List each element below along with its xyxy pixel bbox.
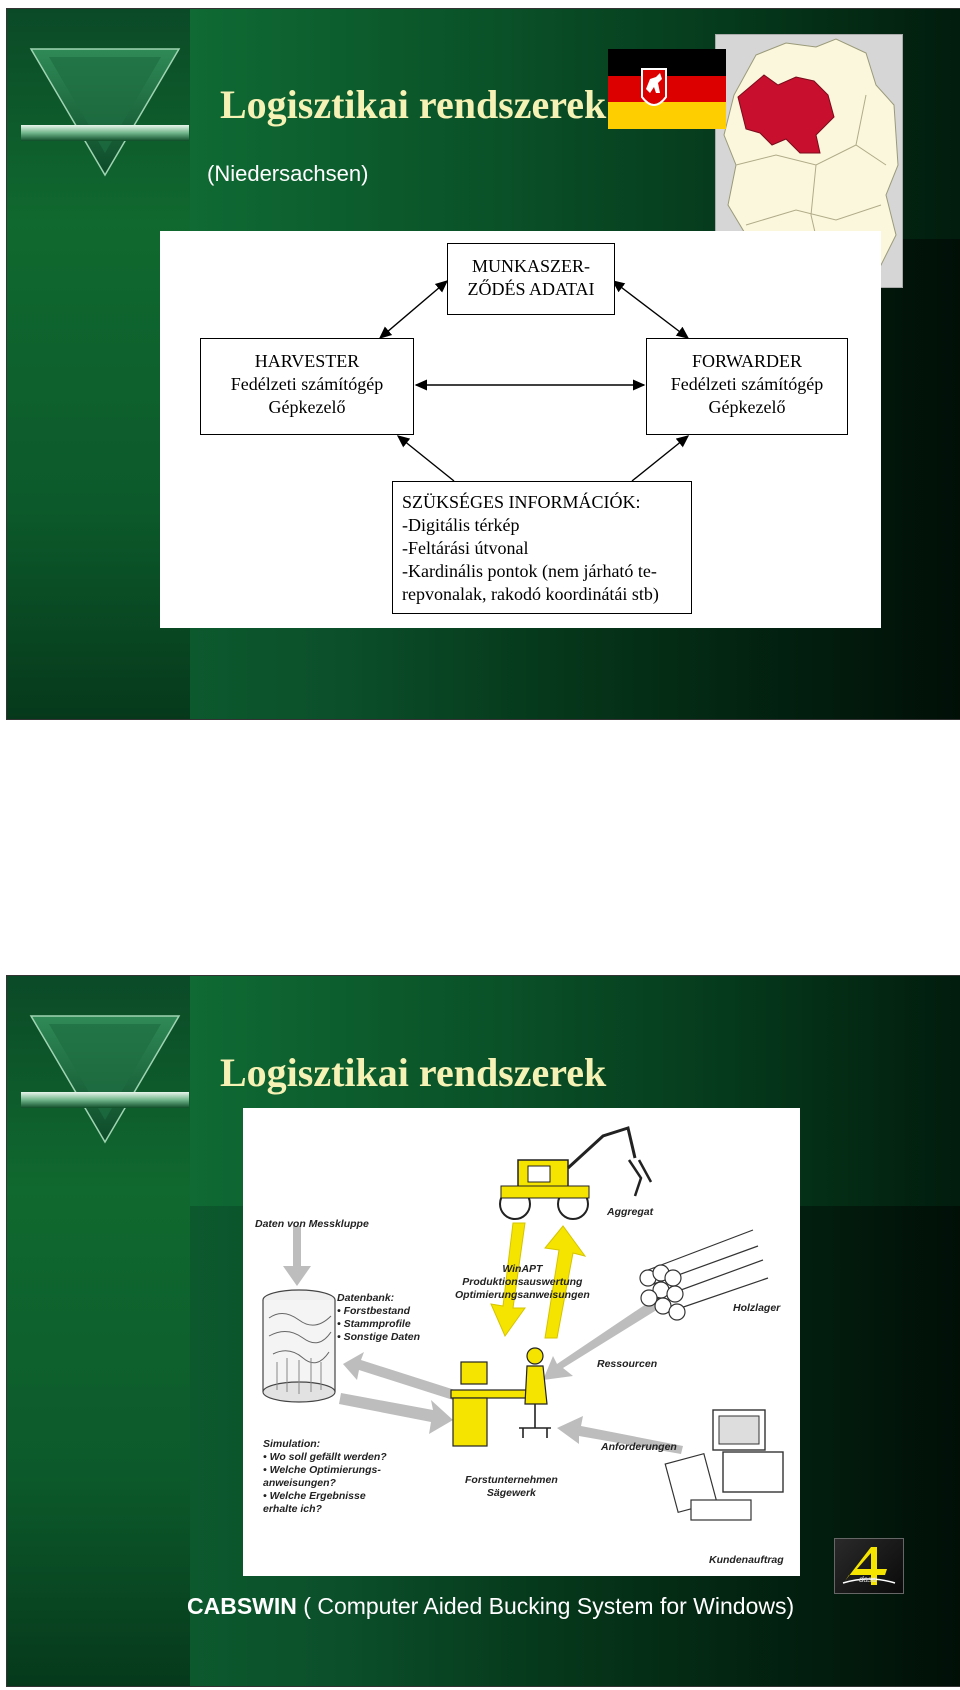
slide-title: Logisztikai rendszerek — [220, 82, 607, 127]
slide-subtitle: (Niedersachsen) — [207, 161, 369, 186]
cabswin-caption: CABSWIN ( Computer Aided Bucking System … — [187, 1593, 794, 1620]
database-icon — [262, 1289, 336, 1403]
cabswin-caption-bold: CABSWIN — [187, 1593, 297, 1619]
box-work-data-line-1: MUNKASZER- — [471, 256, 590, 276]
required-info-item: repvonalak, rakodó koordinátái stb) — [402, 584, 659, 604]
box-forwarder-line-2: Fedélzeti számítógép — [670, 374, 824, 394]
slide-title: Logisztikai rendszerek — [220, 1050, 607, 1095]
database-item: • Sonstige Daten — [337, 1331, 421, 1343]
label-winapt: WinAPT Produktionsauswertung Optimierung… — [455, 1263, 590, 1302]
label-resources: Ressourcen — [597, 1358, 658, 1370]
simulation-item: • Welche Ergebnisse — [263, 1490, 366, 1502]
harvester-icon — [499, 1126, 653, 1220]
log-pile-icon — [639, 1229, 769, 1321]
niedersachsen-flag-icon — [608, 49, 726, 129]
label-simulation: Simulation: • Wo soll gefällt werden? • … — [263, 1438, 387, 1516]
cabswin-caption-text: ( Computer Aided Bucking System for Wind… — [296, 1593, 795, 1619]
slide-2: Logisztikai rendszerek — [6, 975, 960, 1687]
winapt-line: Produktionsauswertung — [462, 1276, 583, 1288]
label-forestry-company: Forstunternehmen Sägewerk — [465, 1474, 558, 1500]
forest-emblem-icon — [21, 48, 189, 177]
forest-emblem-icon — [21, 1015, 189, 1144]
box-harvester-line-1: HARVESTER — [254, 351, 360, 371]
label-requirements: Anforderungen — [601, 1441, 677, 1453]
diagram-panel: MUNKASZER- ZŐDÉS ADATAI HARVESTER Fedélz… — [160, 231, 881, 628]
simulation-item: anweisungen? — [263, 1477, 336, 1489]
box-required-info: SZÜKSÉGES INFORMÁCIÓK: -Digitális térkép… — [392, 481, 692, 614]
required-info-item: -Kardinális pontok (nem járható te- — [402, 561, 657, 581]
cabswin-illustration: Daten von Messkluppe Aggregat WinAPT Pro… — [243, 1108, 800, 1576]
order-computer-icon — [664, 1409, 784, 1521]
required-info-item: -Digitális térkép — [402, 515, 520, 535]
simulation-item: erhalte ich? — [263, 1503, 322, 1515]
box-harvester-line-2: Fedélzeti számítógép — [230, 374, 384, 394]
diagram-arrows — [378, 280, 690, 482]
illustration-graphics — [262, 1126, 784, 1521]
dasa-logo-text: dasa — [859, 1575, 877, 1584]
database-title: Datenbank: — [337, 1292, 395, 1304]
simulation-item: • Welche Optimierungs- — [263, 1464, 381, 1476]
winapt-line: Optimierungsanweisungen — [455, 1289, 590, 1301]
simulation-item: • Wo soll gefällt werden? — [263, 1451, 387, 1463]
dasa-4-logo-icon — [842, 1547, 896, 1585]
forestry-company-line: Forstunternehmen — [465, 1474, 558, 1486]
label-timber-storage: Holzlager — [733, 1302, 781, 1314]
box-work-data: MUNKASZER- ZŐDÉS ADATAI — [447, 243, 615, 315]
box-harvester: HARVESTER Fedélzeti számítógép Gépkezelő — [200, 338, 414, 435]
database-item: • Stammprofile — [337, 1318, 411, 1330]
slide-1: Logisztikai rendszerek (Niedersachsen) — [6, 8, 960, 720]
arrow-info-forwarder — [631, 435, 690, 482]
box-forwarder: FORWARDER Fedélzeti számítógép Gépkezelő — [646, 338, 848, 435]
arrow-info-harvester — [396, 435, 455, 482]
simulation-title: Simulation: — [263, 1438, 321, 1450]
dasa-logo: dasa — [834, 1538, 904, 1594]
required-info-item: -Feltárási útvonal — [402, 538, 529, 558]
box-forwarder-line-1: FORWARDER — [691, 351, 803, 371]
forestry-company-line: Sägewerk — [486, 1487, 536, 1499]
box-harvester-line-3: Gépkezelő — [268, 397, 346, 417]
forestry-company-operator-icon — [450, 1347, 551, 1447]
arrow-top-forwarder — [611, 280, 690, 339]
box-forwarder-line-3: Gépkezelő — [708, 397, 786, 417]
label-aggregat: Aggregat — [607, 1206, 654, 1218]
label-caliper-data: Daten von Messkluppe — [255, 1218, 369, 1230]
label-database: Datenbank: • Forstbestand • Stammprofile… — [337, 1292, 420, 1344]
arrow-harvester-top — [378, 280, 449, 339]
winapt-line: WinAPT — [502, 1263, 543, 1275]
label-customer-order: Kundenauftrag — [709, 1554, 784, 1566]
box-work-data-line-2: ZŐDÉS ADATAI — [467, 279, 595, 299]
box-required-info-heading: SZÜKSÉGES INFORMÁCIÓK: — [402, 492, 641, 512]
database-item: • Forstbestand — [337, 1305, 411, 1317]
